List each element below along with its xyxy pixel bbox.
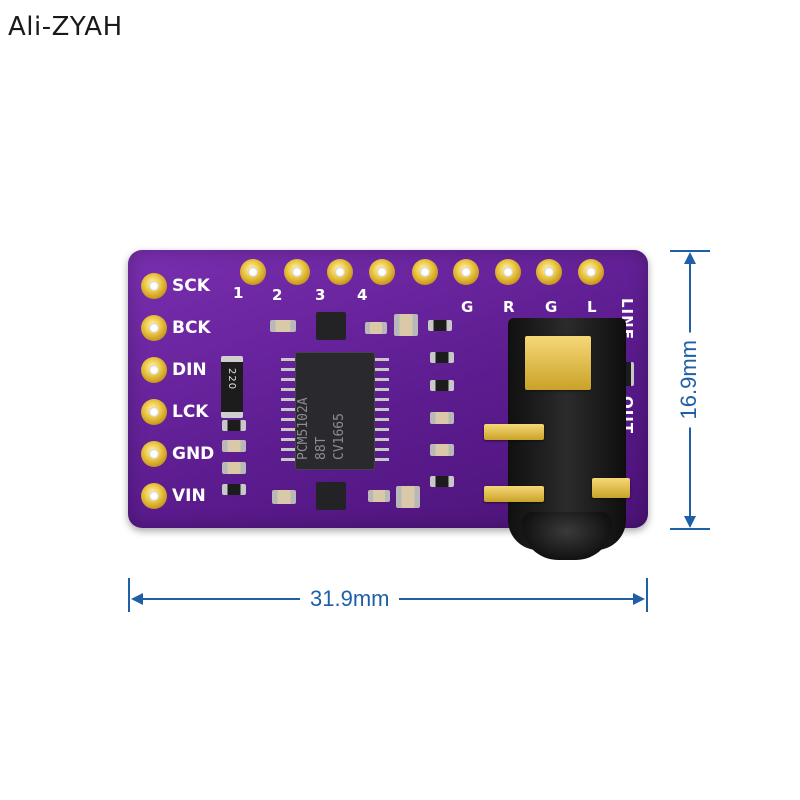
chip-leg [281, 448, 295, 451]
chip-leg [281, 418, 295, 421]
capacitor [430, 444, 454, 456]
height-tick-top [670, 250, 710, 252]
arrow-down-icon [684, 516, 696, 528]
capacitor [368, 490, 390, 502]
chip-leg [375, 368, 389, 371]
audio-jack-barrel [522, 512, 612, 560]
width-tick-right [646, 578, 648, 612]
capacitor [272, 490, 296, 504]
top-pad-5 [412, 259, 438, 285]
pin-label-vin: VIN [172, 486, 206, 506]
output-label-r: R [503, 298, 515, 316]
resistor-code: 220 [226, 368, 237, 391]
pin-pad-gnd [141, 441, 167, 467]
capacitor [222, 462, 246, 474]
chip-leg [375, 398, 389, 401]
chip-leg [281, 428, 295, 431]
width-tick-left [128, 578, 130, 612]
chip-leg [375, 388, 389, 391]
height-tick-bottom [670, 528, 710, 530]
jack-contact-middle [484, 424, 544, 440]
chip-leg [375, 438, 389, 441]
top-pad-8 [536, 259, 562, 285]
arrow-left-icon [131, 593, 143, 605]
top-number-3: 3 [315, 286, 326, 304]
top-pad-6 [453, 259, 479, 285]
chip-leg [281, 398, 295, 401]
arrow-up-icon [684, 252, 696, 264]
resistor-220 [221, 356, 243, 418]
pin-pad-vin [141, 483, 167, 509]
output-label-g2: G [545, 298, 558, 316]
pin-pad-lck [141, 399, 167, 425]
chip-leg [375, 448, 389, 451]
capacitor [396, 486, 420, 508]
top-pad-9 [578, 259, 604, 285]
width-dimension-label: 31.9mm [300, 586, 400, 612]
chip-line-1: PCM5102A [296, 397, 311, 460]
chip-leg [281, 408, 295, 411]
pin-label-bck: BCK [172, 318, 211, 338]
chip-leg [281, 358, 295, 361]
capacitor [365, 322, 387, 334]
watermark: Ali-ZYAH [8, 12, 123, 42]
resistor [222, 484, 246, 495]
top-pad-1 [240, 259, 266, 285]
chip-leg [281, 458, 295, 461]
pin-pad-bck [141, 315, 167, 341]
chip-leg [375, 378, 389, 381]
small-ic-bottom [316, 482, 346, 510]
pin-label-gnd: GND [172, 444, 215, 464]
chip-leg [281, 378, 295, 381]
resistor [430, 352, 454, 363]
pin-label-sck: SCK [172, 276, 210, 296]
chip-leg [375, 458, 389, 461]
pin-pad-din [141, 357, 167, 383]
jack-contact-lower [484, 486, 544, 502]
top-number-1: 1 [233, 284, 244, 302]
height-dimension-label: 16.9mm [676, 332, 702, 428]
capacitor [270, 320, 296, 332]
top-pad-7 [495, 259, 521, 285]
chip-marking: PCM5102A 88T CV1665 [295, 360, 381, 460]
top-pad-2 [284, 259, 310, 285]
top-number-2: 2 [272, 286, 283, 304]
capacitor [222, 440, 246, 452]
arrow-right-icon [633, 593, 645, 605]
chip-leg [281, 388, 295, 391]
chip-leg [281, 368, 295, 371]
top-number-4: 4 [357, 286, 368, 304]
resistor [222, 420, 246, 431]
output-label-l: L [587, 298, 597, 316]
top-pad-3 [327, 259, 353, 285]
chip-leg [375, 428, 389, 431]
chip-line-3: CV1665 [332, 413, 347, 460]
chip-leg [375, 408, 389, 411]
resistor [428, 320, 452, 331]
capacitor [430, 412, 454, 424]
small-ic-top [316, 312, 346, 340]
pin-pad-sck [141, 273, 167, 299]
chip-leg [281, 438, 295, 441]
resistor [430, 380, 454, 391]
pin-label-lck: LCK [172, 402, 209, 422]
output-label-g1: G [461, 298, 474, 316]
top-pad-4 [369, 259, 395, 285]
capacitor [394, 314, 418, 336]
jack-contact-top [525, 336, 591, 390]
resistor [430, 476, 454, 487]
chip-line-2: 88T [314, 436, 329, 460]
jack-contact-right [592, 478, 630, 498]
pin-label-din: DIN [172, 360, 207, 380]
chip-leg [375, 418, 389, 421]
chip-leg [375, 358, 389, 361]
dac-chip: PCM5102A 88T CV1665 [295, 352, 375, 470]
